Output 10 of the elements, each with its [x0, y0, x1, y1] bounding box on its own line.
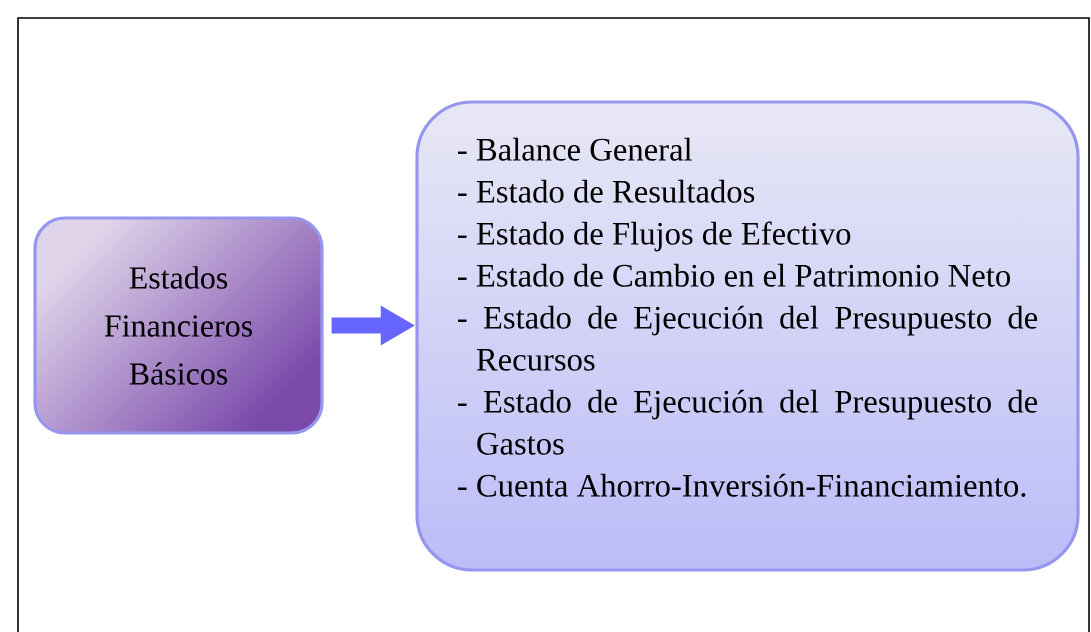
list-item: - Estado de Ejecución del Presupuesto de Recursos — [458, 305, 1038, 371]
list-item: - Balance General — [458, 137, 692, 161]
list-item: - Estado de Flujos de Efectivo — [458, 221, 851, 252]
list-item: - Estado de Ejecución del Presupuesto de Gastos — [458, 389, 1038, 455]
list-box — [415, 100, 1080, 572]
list-item: - Cuenta Ahorro-Inversión-Financiamiento. — [458, 473, 1026, 497]
box-label: Estados Financieros Básicos — [104, 266, 252, 385]
list-item: - Estado de Resultados — [458, 179, 755, 203]
category-box — [33, 216, 324, 435]
list-item: - Estado de Cambio en el Patrimonio Neto — [458, 263, 1010, 287]
